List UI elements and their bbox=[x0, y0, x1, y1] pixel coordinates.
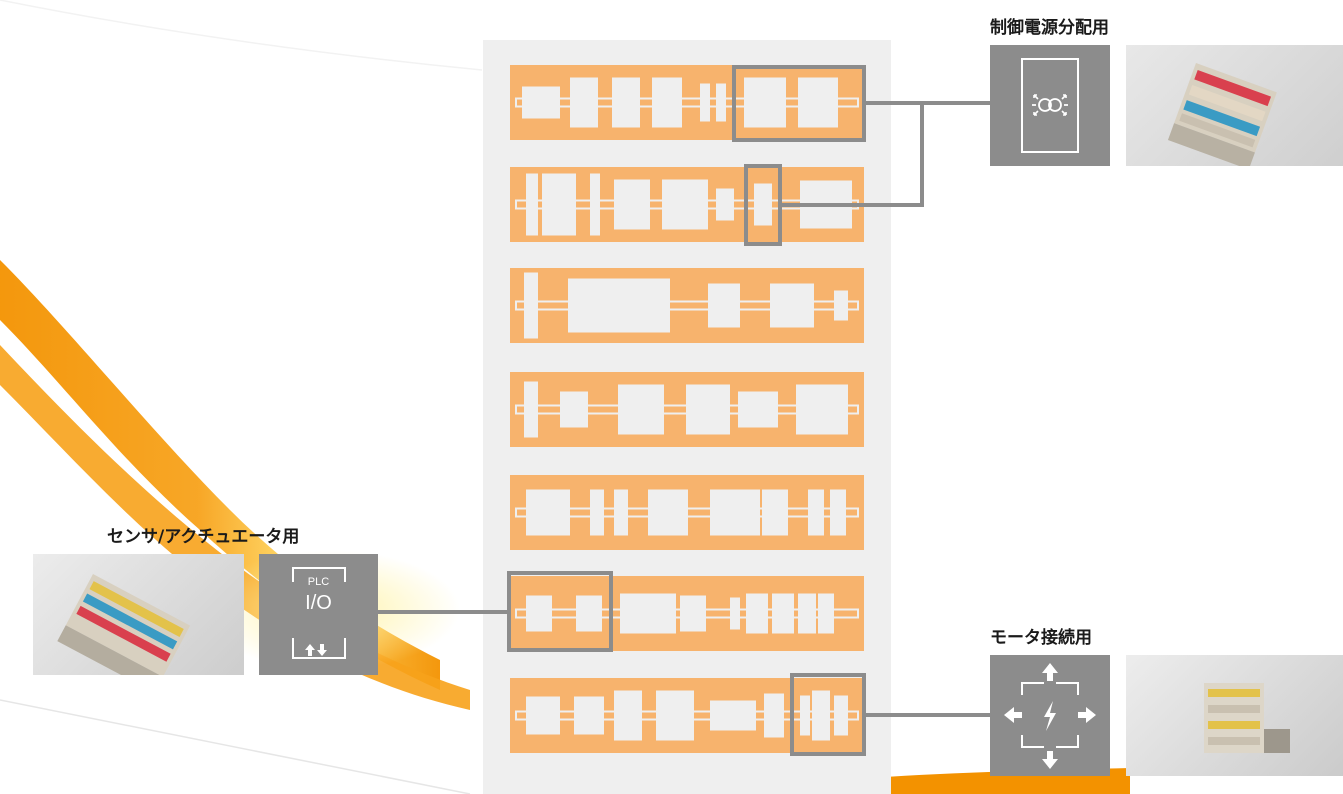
terminal-block bbox=[798, 593, 816, 634]
terminal-block bbox=[834, 695, 848, 736]
plc-io-tile: PLC I/O bbox=[259, 554, 378, 675]
terminal-block bbox=[542, 173, 576, 236]
terminal-block bbox=[612, 77, 640, 128]
terminal-block bbox=[570, 77, 598, 128]
highlight-box-row6 bbox=[507, 571, 613, 652]
terminal-block bbox=[716, 188, 734, 221]
terminal-block bbox=[830, 489, 846, 536]
terminal-block bbox=[716, 83, 726, 122]
terminal-block bbox=[526, 173, 538, 236]
terminal-block bbox=[808, 489, 824, 536]
terminal-block bbox=[708, 283, 740, 328]
terminal-block bbox=[710, 700, 756, 731]
transformer-icon bbox=[1021, 58, 1079, 153]
line-row2-to-power bbox=[780, 103, 924, 207]
terminal-block bbox=[754, 183, 772, 226]
terminal-block bbox=[662, 179, 708, 230]
terminal-block bbox=[656, 690, 694, 741]
terminal-block bbox=[762, 489, 788, 536]
sensor-actuator-label: センサ/アクチュエータ用 bbox=[107, 527, 300, 547]
terminal-block bbox=[772, 593, 794, 634]
control-power-label: 制御電源分配用 bbox=[990, 18, 1109, 38]
terminal-block bbox=[770, 283, 814, 328]
control-power-product-photo bbox=[1126, 45, 1343, 166]
terminal-block bbox=[834, 290, 848, 321]
terminal-block bbox=[522, 86, 560, 119]
highlight-box-row1 bbox=[732, 65, 866, 142]
terminal-block bbox=[800, 695, 810, 736]
terminal-block bbox=[744, 77, 786, 128]
terminal-block bbox=[568, 278, 670, 333]
motor-product-photo bbox=[1126, 655, 1343, 776]
plc-label: PLC bbox=[307, 576, 330, 588]
plc-io-icon bbox=[292, 567, 346, 659]
io-label: I/O bbox=[305, 592, 332, 614]
rail-busbar bbox=[515, 97, 859, 108]
terminal-block bbox=[614, 690, 642, 741]
motor-label: モータ接続用 bbox=[990, 628, 1092, 648]
terminal-block bbox=[526, 595, 552, 632]
terminal-block bbox=[614, 179, 650, 230]
terminal-block bbox=[730, 597, 740, 630]
terminal-block bbox=[614, 489, 628, 536]
terminal-block bbox=[590, 489, 604, 536]
terminal-block bbox=[590, 173, 600, 236]
highlight-box-row7 bbox=[790, 673, 866, 756]
rail-busbar bbox=[515, 300, 859, 311]
terminal-block bbox=[526, 489, 570, 536]
terminal-block bbox=[746, 593, 768, 634]
control-power-tile bbox=[990, 45, 1110, 166]
motor-tile bbox=[990, 655, 1110, 776]
terminal-block bbox=[526, 696, 560, 735]
terminal-block bbox=[680, 595, 706, 632]
lightning-distribution-icon bbox=[1004, 663, 1096, 769]
terminal-block bbox=[818, 593, 834, 634]
terminal-block bbox=[524, 272, 538, 339]
terminal-block bbox=[796, 384, 848, 435]
terminal-block bbox=[764, 693, 784, 738]
terminal-block bbox=[798, 77, 838, 128]
terminal-block bbox=[686, 384, 730, 435]
terminal-block bbox=[738, 391, 778, 428]
terminal-block bbox=[652, 77, 682, 128]
sensor-actuator-product-photo bbox=[33, 554, 244, 675]
terminal-block bbox=[710, 489, 760, 536]
terminal-block bbox=[620, 593, 676, 634]
terminal-block bbox=[576, 595, 602, 632]
terminal-block bbox=[524, 381, 538, 438]
terminal-block bbox=[812, 690, 830, 741]
terminal-block bbox=[574, 696, 604, 735]
terminal-block bbox=[618, 384, 664, 435]
terminal-block bbox=[648, 489, 688, 536]
highlight-box-row2 bbox=[744, 164, 782, 246]
terminal-block bbox=[560, 391, 588, 428]
terminal-block bbox=[700, 83, 710, 122]
